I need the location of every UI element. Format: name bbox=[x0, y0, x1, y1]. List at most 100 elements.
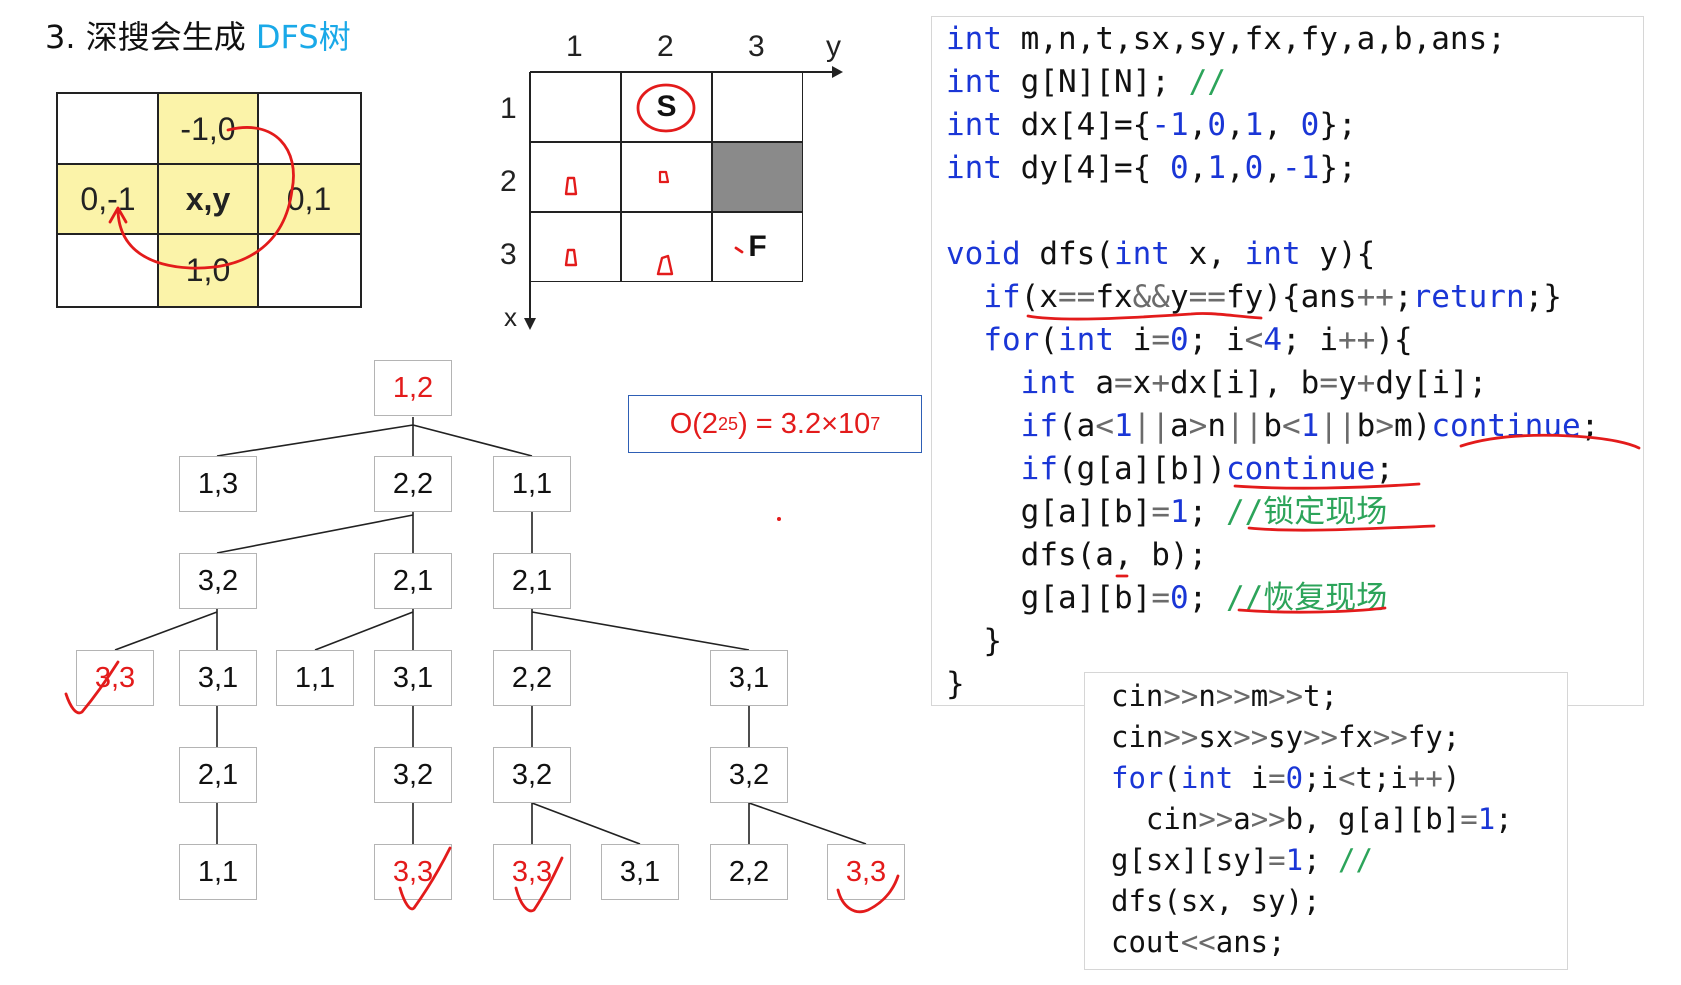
tree-node: 2,2 bbox=[374, 456, 452, 512]
main-code-panel bbox=[1084, 672, 1568, 970]
code-token: ; bbox=[1188, 494, 1226, 530]
code-token: b bbox=[1356, 408, 1376, 444]
code-token: fx bbox=[1338, 720, 1373, 754]
code-token: ( bbox=[1163, 761, 1181, 795]
code-token: ++ bbox=[1356, 279, 1394, 315]
code-token: t; bbox=[1303, 679, 1339, 713]
code-token: ; i bbox=[1188, 322, 1245, 358]
code-line: g[sx][sy]=1; // bbox=[1111, 840, 1513, 881]
maze-col-label: 2 bbox=[657, 30, 674, 63]
maze-cell-3-1 bbox=[530, 212, 621, 282]
code-token: dx[i], b bbox=[1170, 365, 1320, 401]
maze-cell-1-1 bbox=[530, 72, 621, 142]
code-line: dfs(sx, sy); bbox=[1111, 881, 1513, 922]
stray-red-dot bbox=[777, 517, 781, 521]
code-token: < bbox=[1338, 761, 1356, 795]
code-token: == bbox=[1057, 279, 1096, 315]
code-token: // bbox=[1188, 64, 1226, 100]
code-token: m bbox=[1250, 679, 1269, 713]
neighbor-offset-grid: -1,0 0,-1 x,y 0,1 1,0 bbox=[56, 92, 362, 308]
code-token: << bbox=[1180, 925, 1216, 959]
main-code: cin>>n>>m>>t;cin>>sx>>sy>>fx>>fy;for(int… bbox=[1111, 676, 1513, 963]
code-token: }; bbox=[1319, 107, 1357, 143]
code-line: g[a][b]=1; //锁定现场 bbox=[946, 491, 1599, 534]
code-token: (g[a][b]) bbox=[1057, 451, 1226, 487]
code-line: if(x==fx&&y==fy){ans++;return;} bbox=[946, 276, 1599, 319]
code-token: ++ bbox=[1407, 761, 1443, 795]
code-token: , bbox=[1225, 107, 1245, 143]
maze-cell-2-3-blocked bbox=[712, 142, 803, 212]
title-prefix: 3. 深搜会生成 bbox=[45, 18, 256, 56]
code-token: >> bbox=[1372, 720, 1408, 754]
code-token: dfs( bbox=[1020, 236, 1114, 272]
code-line: } bbox=[946, 620, 1599, 663]
code-token: , bbox=[1188, 107, 1208, 143]
code-token: + bbox=[1151, 365, 1170, 401]
code-token: cin bbox=[1111, 720, 1164, 754]
title-accent: DFS树 bbox=[255, 18, 351, 56]
code-token: 0 bbox=[1244, 150, 1264, 186]
code-token: } bbox=[946, 666, 965, 702]
code-token: i bbox=[1233, 761, 1269, 795]
code-token: , bbox=[1263, 107, 1301, 143]
tree-node: 2,1 bbox=[493, 553, 571, 609]
tree-node: 1,3 bbox=[179, 456, 257, 512]
code-token: 4 bbox=[1263, 322, 1283, 358]
complexity-exp2: 7 bbox=[870, 413, 881, 434]
grid-line bbox=[58, 163, 360, 165]
neighbor-left-cell: 0,-1 bbox=[58, 164, 158, 234]
grid-line bbox=[58, 233, 360, 235]
tree-node: 3,2 bbox=[374, 747, 452, 803]
tree-node: 3,1 bbox=[601, 844, 679, 900]
code-line: int g[N][N]; // bbox=[946, 61, 1599, 104]
code-token: a bbox=[1076, 365, 1114, 401]
code-token: (a bbox=[1057, 408, 1096, 444]
code-token: < bbox=[1095, 408, 1114, 444]
goal-checkmarks bbox=[64, 660, 900, 914]
code-token: int bbox=[1113, 236, 1170, 272]
code-token: >> bbox=[1198, 802, 1234, 836]
code-token: = bbox=[1151, 322, 1170, 358]
code-token: = bbox=[1151, 494, 1170, 530]
code-token: cin bbox=[1111, 802, 1199, 836]
code-token: int bbox=[946, 107, 1002, 143]
tree-node-goal: 3,3 bbox=[76, 650, 154, 706]
code-token: t;i bbox=[1355, 761, 1408, 795]
code-line: int dx[4]={-1,0,1, 0}; bbox=[946, 104, 1599, 147]
code-token: i bbox=[1114, 322, 1152, 358]
code-token: ){ bbox=[1375, 322, 1413, 358]
code-token: 1 bbox=[1477, 802, 1496, 836]
code-token: // bbox=[1338, 843, 1373, 877]
code-token: m,n,t,sx,sy,fx,fy,a,b,ans; bbox=[1002, 21, 1506, 57]
tree-node-root: 1,2 bbox=[374, 360, 452, 416]
code-token: = bbox=[1268, 761, 1286, 795]
code-token: g[a][b] bbox=[946, 580, 1152, 616]
code-token: 1 bbox=[1244, 107, 1264, 143]
code-line: for(int i=0;i<t;i++) bbox=[1111, 758, 1513, 799]
code-token: n bbox=[1207, 408, 1226, 444]
code-token: , bbox=[1188, 150, 1208, 186]
code-token: -1 bbox=[1151, 107, 1189, 143]
code-token: int bbox=[946, 21, 1002, 57]
code-token: g[a][b] bbox=[946, 494, 1152, 530]
code-line: cin>>a>>b, g[a][b]=1; bbox=[1111, 799, 1513, 840]
code-line: } bbox=[946, 663, 1599, 706]
code-token: dfs(sx, sy); bbox=[1111, 884, 1321, 918]
code-token: 0 bbox=[1285, 761, 1304, 795]
tree-node-goal: 3,3 bbox=[493, 844, 571, 900]
code-token: (x bbox=[1020, 279, 1058, 315]
code-token: return bbox=[1412, 279, 1525, 315]
code-token: || bbox=[1319, 408, 1357, 444]
code-token: for bbox=[1111, 761, 1164, 795]
code-token: void bbox=[946, 236, 1021, 272]
code-token: 0 bbox=[1300, 107, 1320, 143]
slide-title: 3. 深搜会生成 DFS树 bbox=[45, 12, 351, 58]
code-token: sx bbox=[1198, 720, 1234, 754]
tree-node: 3,1 bbox=[179, 650, 257, 706]
code-token: ;} bbox=[1524, 279, 1562, 315]
maze-cell-2-2 bbox=[621, 142, 712, 212]
code-token: = bbox=[1319, 365, 1338, 401]
code-token: a bbox=[1233, 802, 1251, 836]
code-line: g[a][b]=0; //恢复现场 bbox=[946, 577, 1599, 620]
